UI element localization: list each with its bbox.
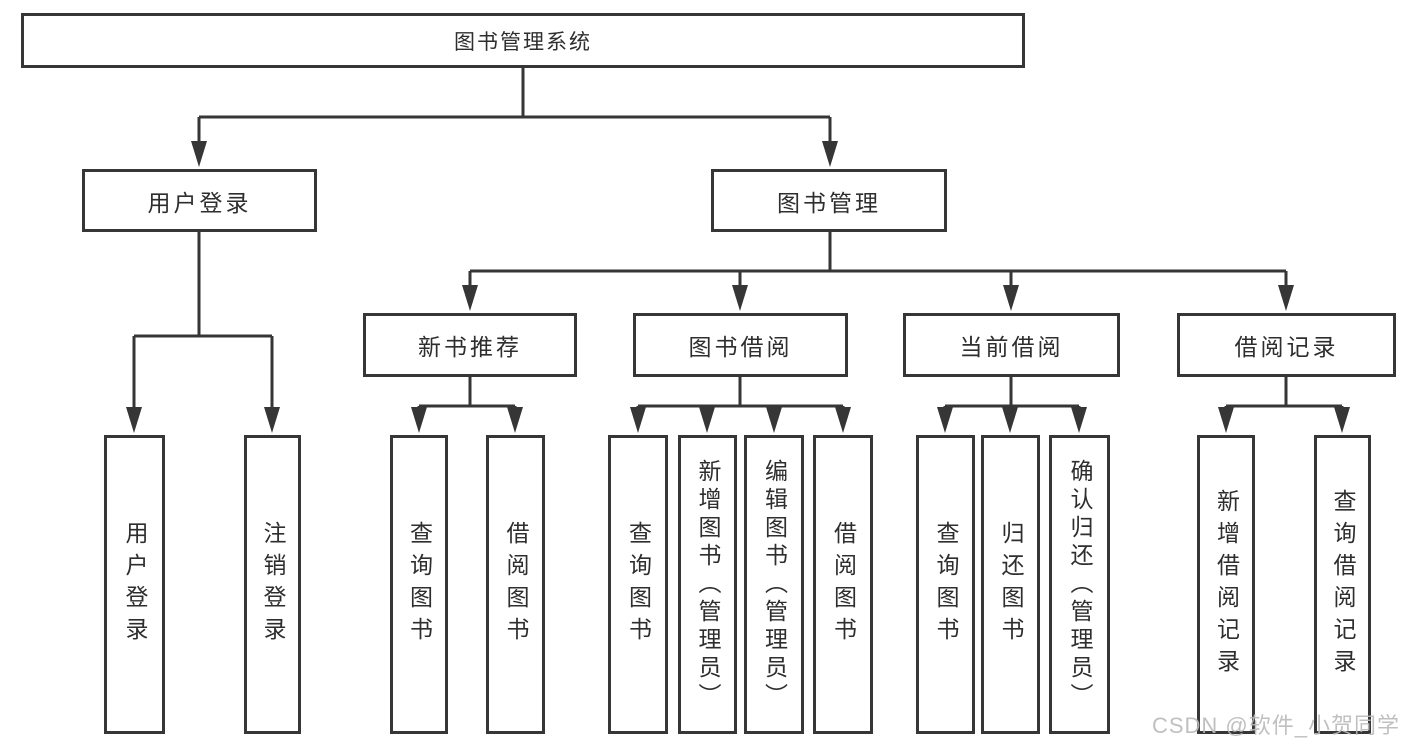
arrow-down-icon — [1002, 407, 1018, 433]
leaf-query-books-recommend: 查询图书 — [390, 435, 448, 734]
arrow-down-icon — [507, 407, 523, 433]
node-label: 新增借阅记录 — [1213, 488, 1240, 681]
arrow-down-icon — [1278, 285, 1294, 311]
node-label: 用户登录 — [122, 520, 148, 649]
arrow-down-icon — [699, 407, 715, 433]
leaf-add-borrow-record: 新增借阅记录 — [1197, 435, 1255, 734]
node-root: 图书管理系统 — [21, 13, 1025, 68]
leaf-user-login: 用户登录 — [104, 435, 165, 734]
arrowheads — [126, 141, 1350, 433]
branch-new-book-recommend — [417, 377, 517, 412]
branch-borrow-records — [1224, 377, 1344, 412]
arrow-down-icon — [835, 407, 851, 433]
leaf-add-books-admin: 新增图书（管理员） — [678, 435, 737, 734]
node-current-borrow: 当前借阅 — [903, 313, 1120, 377]
node-label: 新增图书（管理员） — [695, 458, 721, 711]
leaf-query-books-borrow: 查询图书 — [608, 435, 668, 734]
arrow-down-icon — [1071, 407, 1087, 433]
arrow-down-icon — [630, 407, 646, 433]
node-book-borrow: 图书借阅 — [633, 313, 848, 377]
node-label: 注销登录 — [260, 520, 286, 649]
leaf-return-books: 归还图书 — [981, 435, 1040, 734]
node-label: 归还图书 — [998, 520, 1024, 649]
leaf-confirm-return-admin: 确认归还（管理员） — [1049, 435, 1110, 734]
arrow-down-icon — [264, 407, 280, 433]
node-label: 图书管理系统 — [454, 30, 592, 54]
arrow-down-icon — [462, 285, 478, 311]
branch-book-management — [468, 231, 1288, 288]
watermark: CSDN @软件_小贺同学 — [1151, 713, 1400, 738]
node-label: 借阅记录 — [1234, 334, 1339, 360]
branch-root — [197, 68, 832, 144]
node-label: 查询图书 — [406, 520, 433, 649]
node-new-book-recommend: 新书推荐 — [363, 313, 577, 377]
arrow-down-icon — [766, 407, 782, 433]
node-label: 新书推荐 — [418, 334, 522, 360]
node-label: 图书借阅 — [688, 334, 793, 360]
branch-current-borrow — [943, 377, 1081, 412]
leaf-query-borrow-record: 查询借阅记录 — [1314, 435, 1371, 734]
node-borrow-records: 借阅记录 — [1177, 313, 1396, 377]
arrow-down-icon — [1218, 407, 1234, 433]
node-label: 确认归还（管理员） — [1067, 458, 1093, 711]
node-label: 用户登录 — [147, 189, 252, 216]
arrow-down-icon — [732, 285, 748, 311]
arrow-down-icon — [126, 407, 142, 433]
node-label: 借阅图书 — [503, 520, 529, 649]
arrow-down-icon — [937, 407, 953, 433]
node-label: 查询借阅记录 — [1330, 488, 1356, 681]
leaf-query-books-current: 查询图书 — [916, 435, 975, 734]
leaf-borrow-books: 借阅图书 — [813, 435, 873, 734]
arrow-down-icon — [191, 141, 207, 167]
node-label: 当前借阅 — [959, 334, 1064, 360]
arrow-down-icon — [1003, 285, 1019, 311]
leaf-borrow-books-recommend: 借阅图书 — [486, 435, 545, 734]
node-book-management: 图书管理 — [711, 169, 947, 232]
branch-book-borrow — [636, 377, 845, 412]
arrow-down-icon — [822, 141, 838, 167]
arrow-down-icon — [411, 407, 427, 433]
node-user-login: 用户登录 — [82, 169, 317, 232]
branch-user-login — [132, 231, 274, 410]
node-label: 借阅图书 — [830, 520, 857, 649]
node-label: 查询图书 — [625, 520, 652, 649]
leaf-edit-books-admin: 编辑图书（管理员） — [744, 435, 804, 734]
node-label: 图书管理 — [777, 189, 881, 216]
node-label: 编辑图书（管理员） — [761, 458, 788, 711]
arrow-down-icon — [1334, 407, 1350, 433]
connector-paths — [132, 68, 1344, 412]
node-label: 查询图书 — [933, 520, 959, 649]
leaf-logout: 注销登录 — [244, 435, 301, 734]
